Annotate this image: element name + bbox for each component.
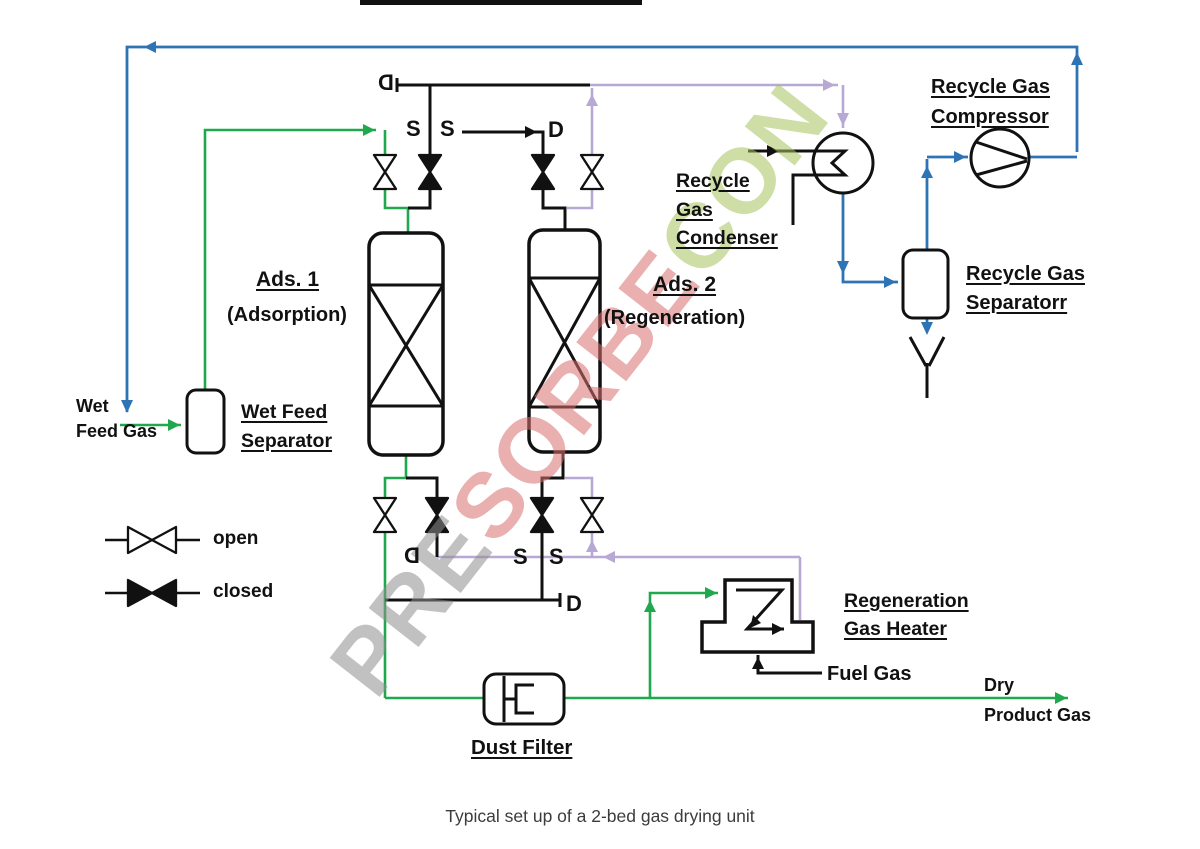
regen-gas-arrows <box>586 79 849 563</box>
wet-feed-separator-label: Wet Feed Separator <box>241 401 333 452</box>
figure-caption: Typical set up of a 2-bed gas drying uni… <box>445 806 755 826</box>
ads1-top-closed-valve <box>417 153 443 191</box>
fuel-gas-label: Fuel Gas <box>827 663 912 685</box>
recycle-gas-condenser-label: Recycle Gas Condenser <box>676 170 778 249</box>
top-s2-letter: S <box>440 116 455 141</box>
ads1-top-open-valve <box>372 153 398 191</box>
legend-open-label: open <box>213 528 259 549</box>
adsorber-2-vessel <box>527 228 602 454</box>
product-gas-label: Product Gas <box>984 705 1092 725</box>
bottom-reversed-d-letter: D <box>404 543 420 568</box>
top-reversed-d-letter: D <box>378 70 394 95</box>
dry-label: Dry <box>984 675 1015 695</box>
top-s1-letter: S <box>406 116 421 141</box>
recycle-gas-condenser-symbol <box>791 131 875 225</box>
recycle-gas-compressor-label: Recycle Gas Compressor <box>931 76 1050 128</box>
regeneration-gas-heater-symbol <box>700 578 815 654</box>
liquid-drain-symbol <box>908 336 946 398</box>
dust-filter-label: Dust Filter <box>471 736 573 759</box>
adsorber-2-subtitle: (Regeneration) <box>604 307 746 329</box>
recycle-gas-compressor-symbol <box>969 127 1031 189</box>
legend-symbols <box>105 525 200 608</box>
recycle-gas-separator-label: Recycle Gas Separatorr <box>966 263 1085 314</box>
wet-feed-separator-vessel <box>185 388 226 455</box>
black-arrows <box>525 126 779 669</box>
adsorber-1-vessel <box>367 231 445 457</box>
ads2-bottom-open-valve <box>579 496 605 534</box>
feed-gas-arrows <box>168 124 1067 704</box>
adsorber-1-subtitle: (Adsorption) <box>227 304 347 326</box>
legend-closed-valve-icon <box>126 578 178 608</box>
ads2-top-open-valve <box>579 153 605 191</box>
bottom-s2-letter: S <box>549 544 564 569</box>
black-process-lines <box>385 78 822 675</box>
valves <box>372 153 605 534</box>
legend-closed-label: closed <box>213 581 274 602</box>
recycle-gas-arrows <box>121 41 1083 413</box>
ads2-bottom-closed-valve <box>529 496 555 534</box>
bottom-s1-letter: S <box>513 544 528 569</box>
adsorber-1-title: Ads. 1 <box>256 268 320 291</box>
regen-gas-lines <box>437 83 845 620</box>
adsorber-2-title: Ads. 2 <box>653 273 717 296</box>
recycle-gas-separator-vessel <box>901 248 950 320</box>
ads1-bottom-closed-valve <box>424 496 450 534</box>
bottom-d-letter: D <box>566 591 582 616</box>
top-title-bar <box>360 0 642 5</box>
wet-feed-gas-label: Wet Feed Gas <box>76 396 158 441</box>
regeneration-gas-heater-label: Regeneration Gas Heater <box>844 590 969 640</box>
ads1-bottom-open-valve <box>372 496 398 534</box>
dust-filter-symbol <box>482 672 566 726</box>
top-d-letter: D <box>548 117 564 142</box>
legend-open-valve-icon <box>126 525 178 555</box>
ads2-top-closed-valve <box>530 153 556 191</box>
